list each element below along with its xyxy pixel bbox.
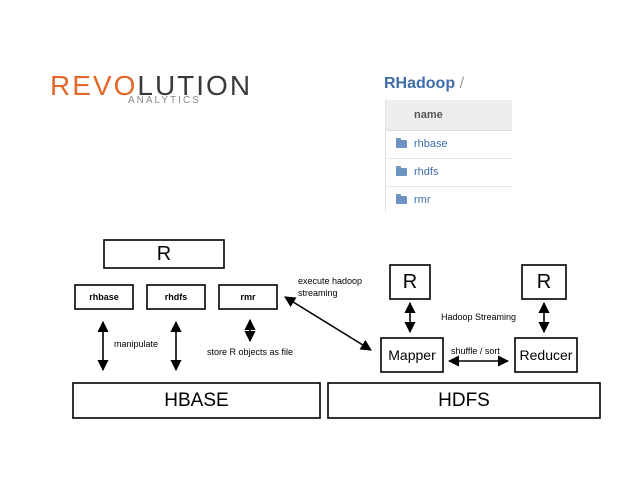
r-top-label: R [156, 242, 172, 265]
repo-row-rhdfs[interactable]: rhdfs [386, 159, 512, 187]
name-column-header: name [414, 109, 443, 121]
repo-item-link[interactable]: rhbase [414, 138, 448, 150]
hadoop-streaming-note: Hadoop Streaming [441, 312, 517, 322]
r-mapper-box [389, 264, 431, 300]
rmr-mapper-arrow [284, 296, 372, 351]
reducer-box [514, 337, 578, 373]
folder-icon [396, 194, 407, 204]
r-reducer-box [521, 264, 567, 300]
mapper-box [380, 337, 444, 373]
revolution-analytics-logo: REVOLUTION ANALYTICS [50, 70, 250, 110]
r-reducer-label: R [536, 270, 552, 293]
manipulate-note: manipulate [114, 339, 159, 349]
repo-path-separator: / [459, 75, 465, 92]
mapper-label: Mapper [388, 347, 436, 363]
hbase-label: HBASE [164, 389, 229, 411]
logo-mid: EVO [72, 70, 138, 101]
repo-title[interactable]: RHadoop / [384, 75, 464, 93]
folder-icon [396, 138, 407, 148]
r-top-box [103, 239, 225, 269]
repo-name-link[interactable]: RHadoop [384, 75, 456, 92]
logo-suffix: LUTION [137, 70, 253, 101]
execute-hadoop-note-line1: execute hadoop [298, 276, 363, 286]
repo-row-rmr[interactable]: rmr [386, 187, 512, 214]
rhdfs-label: rhdfs [164, 292, 188, 302]
hbase-box [72, 382, 321, 419]
logo-subtitle: ANALYTICS [128, 95, 201, 106]
rmr-box [218, 284, 278, 310]
rhdfs-box [146, 284, 206, 310]
folder-icon [396, 166, 407, 176]
execute-hadoop-note-line2: streaming [298, 288, 338, 298]
repo-file-list: name rhbase rhdfs rmr [385, 100, 512, 212]
repo-item-link[interactable]: rmr [414, 194, 431, 206]
repo-item-link[interactable]: rhdfs [414, 166, 439, 178]
rhbase-box [74, 284, 134, 310]
store-r-objects-note: store R objects as file [207, 347, 294, 357]
logo-prefix: R [50, 70, 73, 101]
repo-list-header: name [386, 100, 512, 131]
hdfs-box [327, 382, 601, 419]
reducer-label: Reducer [519, 347, 573, 363]
rhbase-label: rhbase [89, 292, 119, 302]
shuffle-sort-note: shuffle / sort [451, 346, 500, 356]
r-mapper-label: R [402, 270, 418, 293]
hdfs-label: HDFS [438, 389, 490, 411]
repo-row-rhbase[interactable]: rhbase [386, 131, 512, 159]
rmr-label: rmr [240, 292, 256, 302]
